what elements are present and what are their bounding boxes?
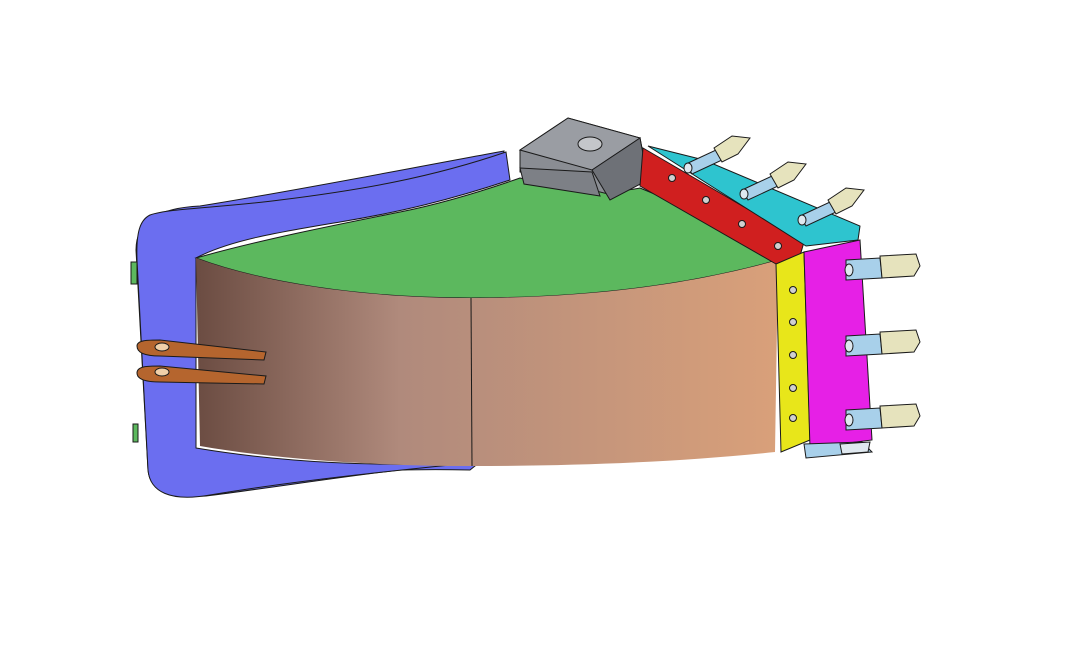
curved-shell xyxy=(196,258,778,466)
side-plate-lug xyxy=(132,423,139,443)
bolt-head xyxy=(789,351,797,359)
lip-bolts xyxy=(668,174,797,422)
bolt-head xyxy=(789,286,797,294)
bolt-head xyxy=(774,242,782,250)
tooth xyxy=(739,161,807,201)
bolt-head xyxy=(668,174,676,182)
tooth xyxy=(844,253,921,281)
bolt-head xyxy=(738,220,746,228)
link-ears xyxy=(136,339,267,385)
bolt-head xyxy=(789,318,797,326)
bottom-adapter xyxy=(803,441,874,459)
bolt-head xyxy=(789,414,797,422)
bolt-head xyxy=(702,196,710,204)
tooth xyxy=(683,135,751,175)
teeth-top xyxy=(683,135,865,227)
shell-seam xyxy=(470,297,473,467)
tooth xyxy=(844,329,921,357)
side-plate-lug xyxy=(130,261,138,285)
lip-plate-magenta xyxy=(803,239,873,449)
pin-boss xyxy=(518,117,649,201)
teeth-front xyxy=(844,253,921,431)
tooth xyxy=(844,403,921,431)
tooth xyxy=(797,187,865,227)
bolt-head xyxy=(789,384,797,392)
